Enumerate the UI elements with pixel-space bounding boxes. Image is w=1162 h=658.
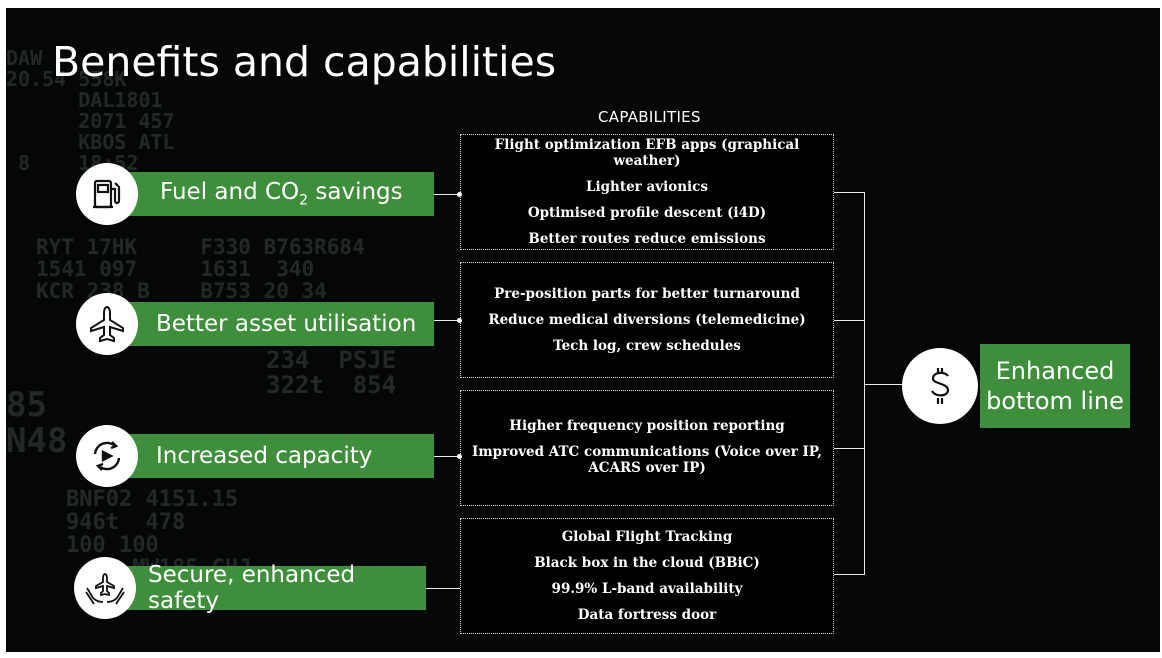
capability-group-safety: Global Flight Tracking Black box in the … xyxy=(460,518,834,634)
capability-group-fuel: Flight optimization EFB apps (graphical … xyxy=(460,134,834,250)
benefit-label: Secure, enhanced safety xyxy=(148,562,356,614)
benefit-asset-utilisation: Better asset utilisation xyxy=(114,302,434,346)
capability-item: Global Flight Tracking xyxy=(561,528,733,545)
background-flight-data-decoration-5: 85 N48 xyxy=(6,385,68,461)
benefit-secure-safety: Secure, enhanced safety xyxy=(110,562,426,614)
capability-group-assets: Pre-position parts for better turnaround… xyxy=(460,262,834,378)
capability-item: Pre-position parts for better turnaround xyxy=(494,285,800,302)
slide: DAW 20.54 558K DAL1801 2071 457 KBOS ATL… xyxy=(6,8,1160,652)
background-flight-data-decoration-2: RYT 17HK F330 B763R684 1541 097 1631 340… xyxy=(36,235,365,304)
capability-item: Data fortress door xyxy=(577,607,717,624)
capability-item: Higher frequency position reporting xyxy=(509,418,785,434)
capability-group-capacity: Higher frequency position reporting Impr… xyxy=(460,390,834,506)
cycle-arrows-icon xyxy=(76,425,138,487)
capability-item: 99.9% L-band availability xyxy=(551,581,743,597)
benefit-label: Fuel and CO2 savings xyxy=(160,179,403,209)
capability-item: Tech log, crew schedules xyxy=(553,338,741,355)
capability-item: Optimised profile descent (i4D) xyxy=(527,205,767,222)
connector-line xyxy=(434,456,460,457)
benefit-fuel-savings: Fuel and CO2 savings xyxy=(106,172,434,216)
benefit-increased-capacity: Increased capacity xyxy=(114,434,434,478)
bracket-stub xyxy=(834,192,864,193)
bracket-to-result xyxy=(864,384,910,385)
connector-dot xyxy=(457,454,462,459)
capability-item: Reduce medical diversions (telemedicine) xyxy=(488,311,806,328)
hands-airplane-icon xyxy=(74,557,136,619)
bracket-stub xyxy=(834,574,864,575)
bracket-vertical xyxy=(864,192,865,575)
connector-line xyxy=(434,320,460,321)
capability-item: Black box in the cloud (BBiC) xyxy=(534,554,760,571)
dollar-icon xyxy=(902,348,978,424)
connector-dot xyxy=(457,192,462,197)
benefit-label: Better asset utilisation xyxy=(156,311,417,337)
capabilities-heading: CAPABILITIES xyxy=(598,108,701,126)
benefit-label: Increased capacity xyxy=(156,443,373,469)
connector-line xyxy=(426,588,460,589)
capability-item: Improved ATC communications (Voice over … xyxy=(472,444,822,477)
background-flight-data-decoration-4: BNF02 4151.15 946t 478 100 100 MW185 GHJ xyxy=(66,487,251,580)
capability-item: Flight optimization EFB apps (graphical … xyxy=(494,136,800,169)
fuel-pump-icon xyxy=(76,163,138,225)
capability-item: Better routes reduce emissions xyxy=(528,231,766,248)
airplane-icon xyxy=(76,293,138,355)
connector-line xyxy=(434,194,460,195)
connector-dot xyxy=(457,318,462,323)
background-flight-data-decoration-3: 234 PSJE 322t 854 xyxy=(266,346,397,400)
bracket-stub xyxy=(834,320,864,321)
capability-item: Lighter avionics xyxy=(585,178,708,195)
bracket-stub xyxy=(834,448,864,449)
page-title: Benefits and capabilities xyxy=(52,38,557,86)
